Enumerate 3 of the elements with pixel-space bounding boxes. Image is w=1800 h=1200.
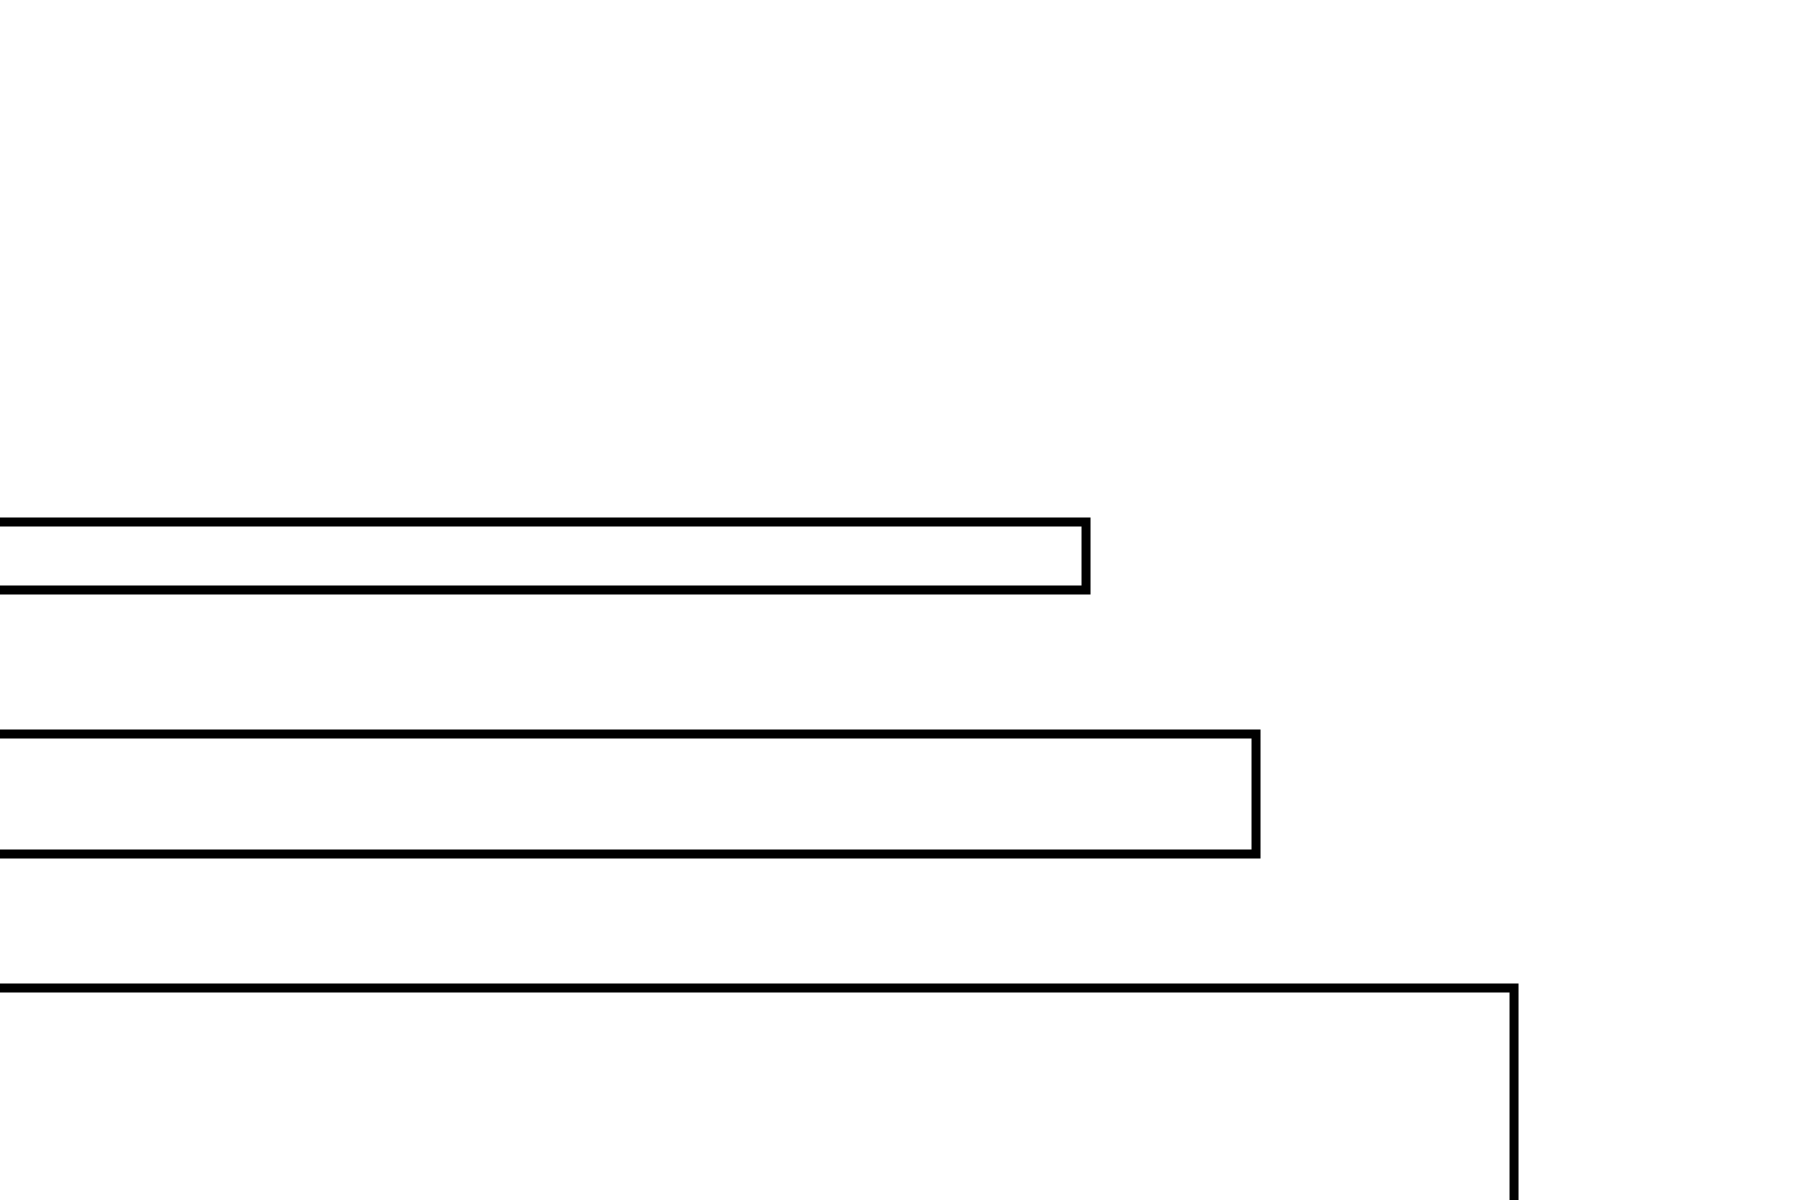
outlined-bar	[0, 983, 1519, 1200]
outlined-bar	[0, 517, 1091, 595]
outlined-bar	[0, 729, 1261, 859]
